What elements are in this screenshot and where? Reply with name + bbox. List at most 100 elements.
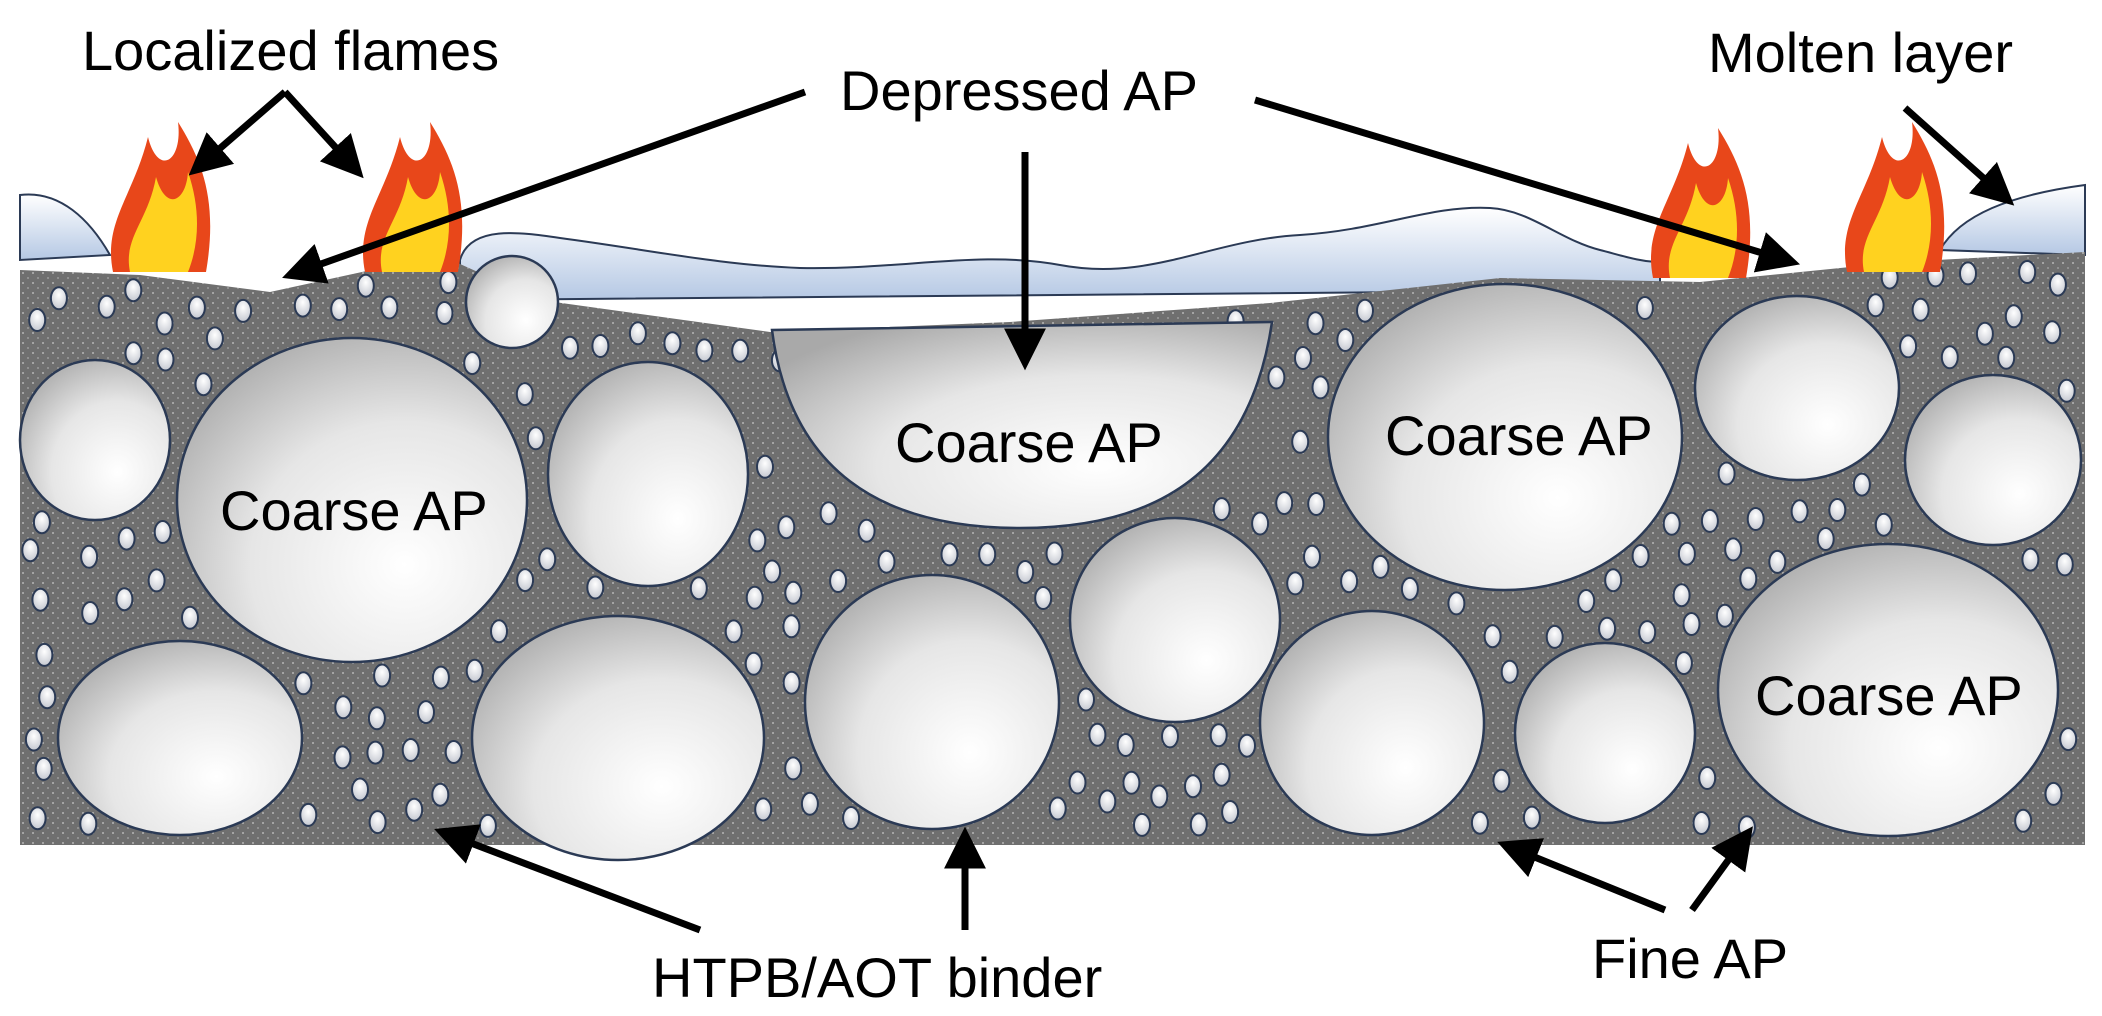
fine-ap-particle — [124, 278, 143, 303]
fine-ap-particle — [417, 700, 435, 725]
fine-ap-particle — [1899, 334, 1918, 359]
fine-ap-particle — [1048, 796, 1067, 821]
fine-ap-particle — [1275, 491, 1294, 516]
molten-layer-right — [1938, 183, 2086, 257]
fine-ap-particle — [1852, 472, 1871, 497]
fine-ap-particle — [1307, 492, 1326, 516]
fine-ap-particle — [405, 797, 424, 822]
arrow — [1497, 838, 1667, 914]
fine-ap-particle — [1500, 659, 1519, 684]
fine-ap-particle — [181, 605, 199, 630]
flame-icon — [111, 122, 211, 272]
annotation-arrows — [188, 88, 2015, 934]
fine-ap-particle — [155, 311, 174, 336]
flame-icon — [363, 122, 463, 272]
fine-ap-particle — [1724, 537, 1743, 562]
fine-ap-particle — [1940, 345, 1959, 370]
fine-ap-particle — [1739, 566, 1758, 591]
fine-ap-particle — [663, 331, 682, 356]
fine-ap-particle — [80, 544, 99, 569]
fine-ap-particle — [1340, 569, 1359, 594]
fine-ap-particle — [763, 559, 782, 584]
fine-ap-particle — [444, 740, 463, 764]
label-coarse-ap: Coarse AP — [1755, 664, 2023, 727]
fine-ap-particle — [368, 810, 387, 835]
fine-ap-particle — [1874, 512, 1893, 537]
fine-ap-particle — [187, 295, 206, 320]
fine-ap-particle — [435, 301, 454, 325]
fine-ap-particle — [1098, 789, 1117, 814]
molten-layer-left — [19, 193, 112, 262]
fine-ap-particle — [1068, 770, 1087, 795]
fine-ap-particle — [34, 756, 53, 781]
label-coarse-ap: Coarse AP — [220, 479, 488, 542]
coarse-ap-particle — [18, 358, 172, 522]
fine-ap-particle — [32, 510, 51, 535]
fine-ap-particle — [538, 547, 557, 572]
label-molten-layer: Molten layer — [1708, 21, 2013, 84]
fine-ap-particle — [24, 727, 43, 752]
fine-ap-particle — [515, 382, 534, 407]
fine-ap-particle — [1306, 311, 1325, 336]
fine-ap-particle — [356, 273, 375, 298]
fine-ap-particle — [194, 372, 213, 397]
fine-ap-particle — [784, 580, 803, 605]
fine-ap-particle — [978, 542, 997, 567]
fine-ap-particle — [1286, 571, 1305, 596]
fine-ap-particle — [784, 756, 803, 781]
fine-ap-particle — [1116, 733, 1135, 757]
coarse-ap-particles — [18, 254, 2083, 862]
fine-ap-particle — [1975, 321, 1994, 346]
coarse-ap-particle — [470, 614, 766, 862]
fine-ap-particle — [1866, 293, 1885, 318]
fine-ap-particle — [1828, 498, 1847, 522]
fine-ap-particle — [1045, 541, 1064, 566]
label-localized-flames: Localized flames — [82, 19, 499, 82]
fine-ap-particle — [38, 685, 57, 710]
fine-ap-particle — [2059, 727, 2078, 752]
fine-ap-particle — [1209, 723, 1228, 748]
coarse-ap-particle — [1693, 294, 1901, 482]
fine-ap-particle — [516, 568, 535, 593]
fine-ap-particle — [1545, 624, 1564, 649]
fine-ap-particle — [28, 806, 47, 831]
fine-ap-particle — [940, 542, 959, 567]
fine-ap-particle — [367, 706, 386, 731]
fine-ap-particle — [1212, 762, 1231, 787]
fine-ap-particle — [1746, 507, 1765, 531]
fine-ap-particle — [1604, 568, 1623, 593]
fine-ap-particle — [1189, 812, 1208, 837]
fine-ap-particle — [1959, 261, 1977, 286]
fine-ap-particle — [1251, 511, 1270, 536]
fine-ap-particle — [1184, 774, 1202, 799]
fine-ap-particle — [366, 740, 385, 765]
fine-ap-particle — [1598, 616, 1617, 641]
fine-ap-particle — [744, 651, 763, 676]
fine-ap-particle — [628, 321, 647, 346]
fine-ap-particle — [2021, 547, 2040, 572]
fine-ap-particle — [1483, 624, 1502, 649]
fine-ap-particle — [2004, 304, 2023, 329]
fine-ap-particle — [117, 526, 136, 551]
fine-ap-particle — [1692, 811, 1711, 835]
fine-ap-particle — [1221, 800, 1240, 824]
fine-ap-particle — [842, 806, 861, 830]
arrow — [1902, 105, 2015, 206]
label-coarse-ap: Coarse AP — [1385, 404, 1653, 467]
fine-ap-particle — [591, 334, 610, 358]
label-coarse-ap: Coarse AP — [895, 411, 1163, 474]
fine-ap-particle — [299, 802, 318, 827]
fine-ap-particle — [97, 294, 116, 319]
fine-ap-particle — [1492, 768, 1511, 793]
fine-ap-particle — [1911, 297, 1930, 322]
fine-ap-particle — [689, 576, 708, 601]
fine-ap-particle — [1016, 560, 1035, 584]
fine-ap-particle — [49, 286, 68, 311]
fine-ap-particle — [478, 813, 497, 838]
fine-ap-particle — [1077, 687, 1095, 712]
fine-ap-particle — [1238, 733, 1256, 758]
coarse-ap-particle — [1326, 282, 1684, 592]
flame-icon — [1651, 128, 1751, 278]
fine-ap-particle — [1674, 651, 1693, 676]
fine-ap-particle — [28, 308, 47, 332]
